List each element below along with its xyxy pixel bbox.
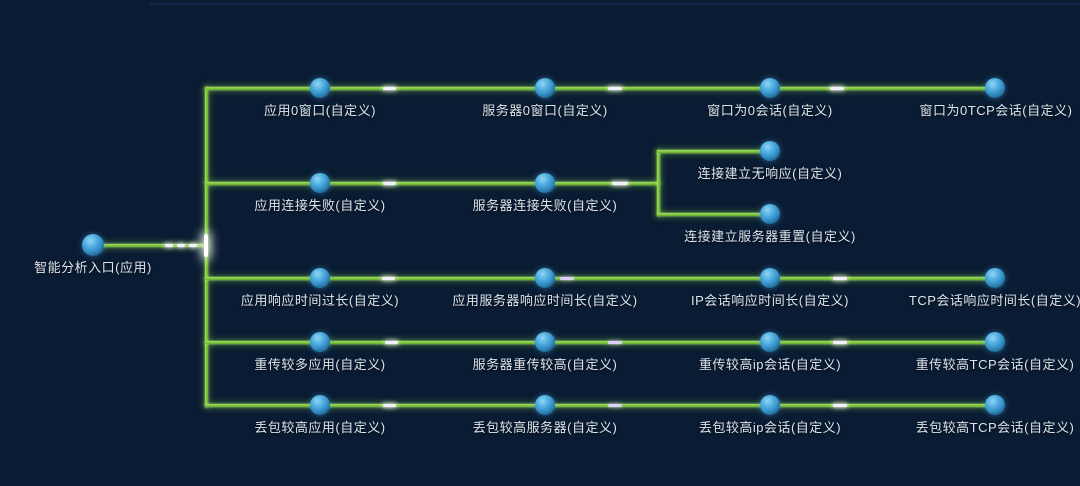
pulse-dash [383, 182, 396, 185]
label-ip-session-response-long[interactable]: IP会话响应时间长(自定义) [691, 293, 849, 308]
label-app-server-response-long[interactable]: 应用服务器响应时间长(自定义) [452, 293, 638, 308]
pulse-dash [560, 277, 574, 280]
pulse-dash [385, 341, 398, 344]
node-app-server-response-long[interactable] [535, 268, 555, 288]
label-ip-session-packet-loss[interactable]: 丢包较高ip会话(自定义) [698, 420, 842, 435]
label-server-connection-failure[interactable]: 服务器连接失败(自定义) [472, 198, 618, 213]
node-ip-session-packet-loss[interactable] [760, 395, 780, 415]
label-app-packet-loss[interactable]: 丢包较高应用(自定义) [254, 420, 386, 435]
node-app-response-long[interactable] [310, 268, 330, 288]
pulse-dash [833, 341, 847, 344]
node-connection-server-reset[interactable] [760, 204, 780, 224]
edge-root [93, 244, 207, 247]
node-tcp-session-retransmission[interactable] [985, 332, 1005, 352]
label-app-retransmission[interactable]: 重传较多应用(自定义) [254, 357, 386, 372]
label-app-response-long[interactable]: 应用响应时间过长(自定义) [240, 293, 400, 308]
pulse-dash [189, 244, 197, 247]
node-app-zero-window[interactable] [310, 78, 330, 98]
edge-row-connection-failure [205, 182, 660, 185]
label-zero-window-tcp-session[interactable]: 窗口为0TCP会话(自定义) [919, 103, 1073, 118]
node-connection-no-response[interactable] [760, 141, 780, 161]
pulse-dash [382, 277, 395, 280]
label-server-zero-window[interactable]: 服务器0窗口(自定义) [482, 103, 608, 118]
node-ip-session-response-long[interactable] [760, 268, 780, 288]
label-connection-no-response[interactable]: 连接建立无响应(自定义) [697, 166, 843, 181]
pulse-dash [608, 404, 622, 407]
label-server-retransmission[interactable]: 服务器重传较高(自定义) [472, 357, 618, 372]
pulse-dash [383, 87, 396, 90]
node-server-connection-failure[interactable] [535, 173, 555, 193]
node-analysis-entry[interactable] [82, 234, 104, 256]
node-tcp-session-response-long[interactable] [985, 268, 1005, 288]
label-connection-server-reset[interactable]: 连接建立服务器重置(自定义) [684, 229, 856, 244]
pulse-dash [833, 404, 847, 407]
label-tcp-session-retransmission[interactable]: 重传较高TCP会话(自定义) [915, 357, 1075, 372]
node-tcp-session-packet-loss[interactable] [985, 395, 1005, 415]
edge-row-zero-window [205, 87, 995, 90]
edge-row-retransmission [205, 341, 995, 344]
pulse-dash [608, 341, 622, 344]
pulse-dash [612, 182, 628, 185]
node-app-packet-loss[interactable] [310, 395, 330, 415]
pulse-dash [165, 244, 173, 247]
pulse-dash [383, 404, 396, 407]
label-ip-session-retransmission[interactable]: 重传较高ip会话(自定义) [698, 357, 842, 372]
node-server-zero-window[interactable] [535, 78, 555, 98]
label-app-zero-window[interactable]: 应用0窗口(自定义) [264, 103, 376, 118]
pulse-dash [608, 87, 622, 90]
label-analysis-entry[interactable]: 智能分析入口(应用) [34, 260, 152, 275]
pulse-dash [177, 244, 185, 247]
edge-child-no-response [657, 150, 772, 153]
edge-child-server-reset [657, 213, 772, 216]
node-app-connection-failure[interactable] [310, 173, 330, 193]
node-zero-window-session[interactable] [760, 78, 780, 98]
node-server-retransmission[interactable] [535, 332, 555, 352]
label-server-packet-loss[interactable]: 丢包较高服务器(自定义) [472, 420, 618, 435]
pulse-dash [830, 87, 844, 90]
edge-row-packet-loss [205, 404, 995, 407]
pulse-junction-glow [204, 234, 208, 257]
node-server-packet-loss[interactable] [535, 395, 555, 415]
label-zero-window-session[interactable]: 窗口为0会话(自定义) [707, 103, 833, 118]
node-ip-session-retransmission[interactable] [760, 332, 780, 352]
edge-split-connection-failure [657, 150, 660, 216]
pulse-dash [833, 277, 847, 280]
node-zero-window-tcp-session[interactable] [985, 78, 1005, 98]
label-tcp-session-packet-loss[interactable]: 丢包较高TCP会话(自定义) [915, 420, 1075, 435]
label-tcp-session-response-long[interactable]: TCP会话响应时间长(自定义) [908, 293, 1080, 308]
edge-row-response-time [205, 277, 995, 280]
node-app-retransmission[interactable] [310, 332, 330, 352]
label-app-connection-failure[interactable]: 应用连接失败(自定义) [254, 198, 386, 213]
top-divider [150, 3, 1080, 5]
